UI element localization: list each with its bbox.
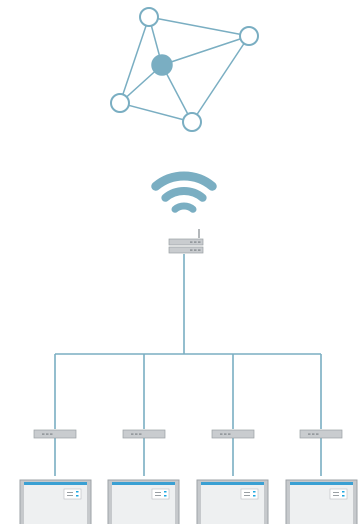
device-screen-bar	[112, 482, 175, 485]
wifi-arc	[161, 187, 207, 202]
switch-port	[46, 433, 49, 435]
switch-port	[224, 433, 227, 435]
mesh-edge	[191, 35, 250, 123]
switch-port	[135, 433, 138, 435]
router-port	[194, 249, 197, 251]
device-label-box	[329, 488, 348, 500]
switch-icon	[211, 429, 255, 439]
gateway-router-icon	[168, 229, 204, 254]
switch-body	[33, 429, 77, 439]
branch-3	[196, 429, 269, 524]
device-label-line	[244, 495, 250, 496]
branch-1	[19, 429, 92, 524]
mesh-nodes	[110, 7, 259, 132]
switch-port	[139, 433, 142, 435]
switch-icon	[299, 429, 343, 439]
device-panel	[24, 482, 87, 524]
device-label-line	[155, 495, 161, 496]
server-rack-icon	[19, 479, 92, 524]
mesh-edge	[148, 16, 250, 37]
switch-body	[299, 429, 343, 439]
mesh-edges	[119, 16, 250, 123]
device-label-line	[67, 495, 73, 496]
switch-port	[50, 433, 53, 435]
switch-port	[312, 433, 315, 435]
server-rack-icon	[285, 479, 358, 524]
device-label-line	[333, 492, 339, 493]
device-led	[76, 495, 79, 497]
mesh-edge	[161, 35, 250, 66]
device-panel	[201, 482, 264, 524]
switch-port	[42, 433, 45, 435]
device-led	[253, 495, 256, 497]
device-led	[76, 491, 79, 493]
device-label-line	[155, 492, 161, 493]
switch-body	[211, 429, 255, 439]
device-label-line	[67, 492, 73, 493]
branch-devices	[19, 429, 358, 524]
switch-port	[220, 433, 223, 435]
device-label-line	[244, 492, 250, 493]
device-panel	[112, 482, 175, 524]
router-unit	[168, 246, 204, 254]
device-label-box	[63, 488, 82, 500]
device-screen-bar	[201, 482, 264, 485]
mesh-node	[182, 112, 202, 132]
branch-4	[285, 429, 358, 524]
switch-port	[308, 433, 311, 435]
device-led	[342, 491, 345, 493]
switch-port	[131, 433, 134, 435]
device-led	[164, 491, 167, 493]
mesh-edge	[119, 102, 193, 123]
connection-lines	[54, 254, 322, 476]
router-port	[190, 249, 193, 251]
switch-body	[122, 429, 166, 439]
router-port	[194, 241, 197, 243]
branch-2	[107, 429, 180, 524]
wifi-arc	[151, 171, 217, 191]
mesh-hub-node	[151, 54, 173, 76]
mesh-node	[139, 7, 159, 27]
device-led	[253, 491, 256, 493]
device-label-box	[151, 488, 170, 500]
mesh-edge	[119, 16, 150, 104]
device-screen-bar	[290, 482, 353, 485]
router-port	[198, 249, 201, 251]
switch-icon	[122, 429, 166, 439]
device-screen-bar	[24, 482, 87, 485]
router-port	[190, 241, 193, 243]
mesh-network-icon	[110, 7, 259, 132]
server-rack-icon	[107, 479, 180, 524]
server-rack-icon	[196, 479, 269, 524]
switch-port	[316, 433, 319, 435]
device-panel	[290, 482, 353, 524]
mesh-node	[110, 93, 130, 113]
switch-port	[228, 433, 231, 435]
device-label-box	[240, 488, 259, 500]
mesh-node	[239, 26, 259, 46]
device-label-line	[333, 495, 339, 496]
router-unit	[168, 238, 204, 246]
router-port	[198, 241, 201, 243]
device-led	[164, 495, 167, 497]
switch-icon	[33, 429, 77, 439]
wifi-arc	[171, 202, 197, 213]
wifi-signal-icon	[151, 171, 217, 213]
device-led	[342, 495, 345, 497]
